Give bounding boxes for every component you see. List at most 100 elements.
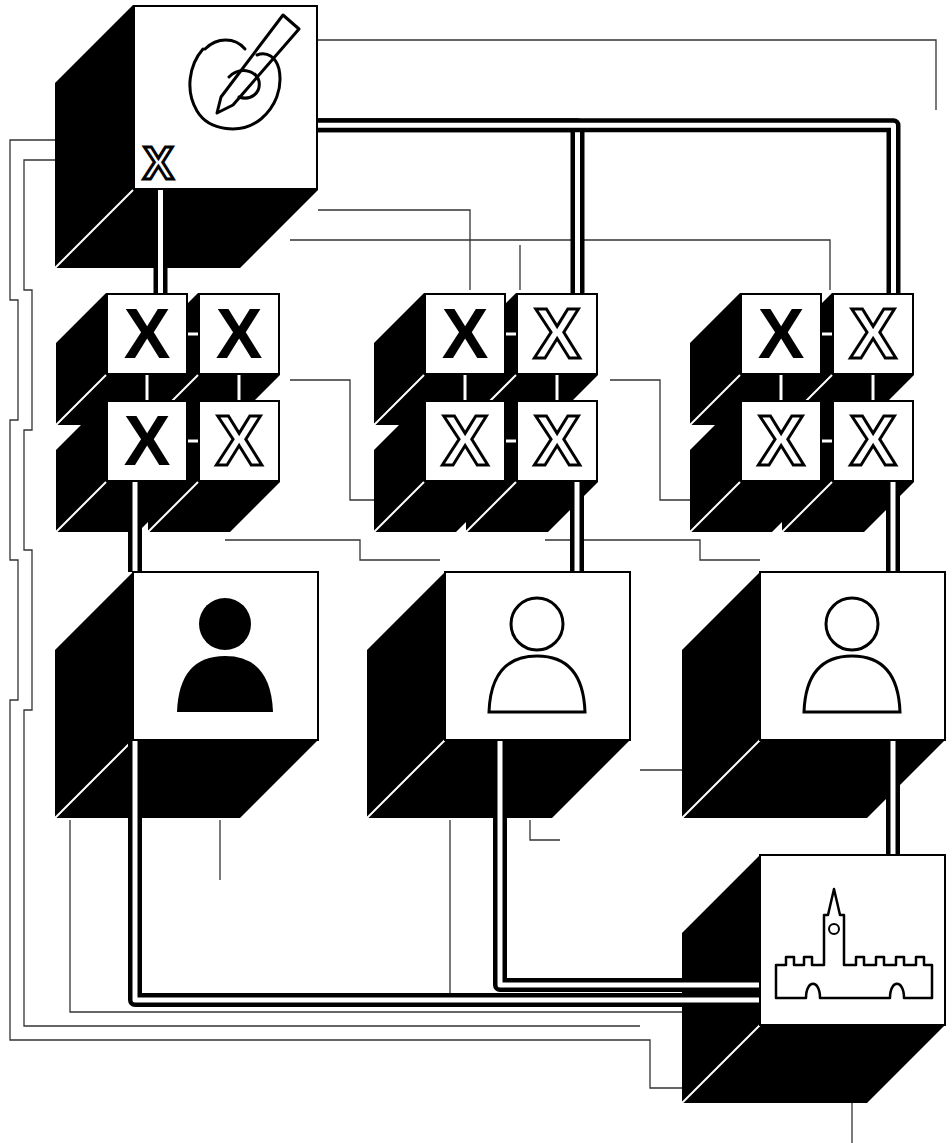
person-cube <box>445 572 630 740</box>
pipe-outline <box>24 160 640 1026</box>
connector <box>318 125 578 293</box>
connector <box>318 125 894 293</box>
ballot-mark: X <box>124 299 171 369</box>
connector-outline <box>506 437 516 446</box>
wire <box>500 740 760 985</box>
person-cube <box>760 572 945 740</box>
wire <box>133 482 138 572</box>
connector-outline <box>822 437 832 446</box>
ballot-mark-cube: X <box>106 400 188 482</box>
pipe-outline <box>318 210 470 290</box>
ballot-mark-cube: X <box>740 400 822 482</box>
hand-icon <box>190 49 280 129</box>
connector <box>506 334 516 335</box>
ballot-mark: X <box>143 140 174 186</box>
cube-depth <box>55 5 945 1103</box>
pipe-outline <box>219 820 220 880</box>
pipe-outline <box>450 820 490 1002</box>
ballot-mark: X <box>124 406 171 476</box>
ballot-mark: X <box>216 299 263 369</box>
pipe-outline <box>530 820 560 840</box>
connector-core <box>238 375 241 400</box>
ballot-mark: X <box>850 406 897 476</box>
hand-pencil-icon <box>190 15 299 129</box>
cube-depth <box>55 5 318 268</box>
connector-outline <box>188 330 198 339</box>
ballot-mark-cube: X <box>516 293 598 375</box>
cube-face <box>445 572 630 740</box>
hand-icon <box>205 40 245 49</box>
ballot-mark: X <box>534 299 581 369</box>
parliament-icon <box>776 889 932 998</box>
connector-core <box>780 375 783 400</box>
parliament-icon <box>776 889 932 998</box>
connector <box>188 441 198 442</box>
wire <box>886 740 900 855</box>
ballot-mark: X <box>850 299 897 369</box>
ballot-mark-cube: X <box>106 293 188 375</box>
parliament-cube <box>760 855 945 1025</box>
wire <box>886 482 900 572</box>
connector-outline <box>506 330 516 339</box>
ballot-mark: X <box>534 406 581 476</box>
ballot-mark-cube: X <box>424 400 506 482</box>
cube-face <box>760 572 945 740</box>
connector <box>506 441 516 442</box>
connector-core <box>188 333 198 336</box>
pipe-outline <box>225 540 440 560</box>
connector-core <box>506 333 516 336</box>
wire <box>135 740 760 1000</box>
connector-core <box>188 440 198 443</box>
connector-core <box>318 125 894 293</box>
wire <box>135 740 760 1000</box>
connector-core <box>318 125 578 293</box>
ballot-mark-cube: X <box>198 400 280 482</box>
connector-core <box>506 440 516 443</box>
connector-outline <box>154 190 168 293</box>
connector-core <box>822 440 832 443</box>
person-icon <box>177 656 273 712</box>
wire <box>128 482 142 572</box>
connector-outline <box>318 125 578 293</box>
connector-core <box>158 190 163 293</box>
person-icon <box>804 656 900 712</box>
pencil-icon <box>217 15 299 113</box>
ballot-cube: X <box>133 5 318 190</box>
pipe-outline <box>519 245 520 290</box>
ballot-mark-cube: X <box>832 400 914 482</box>
connector <box>465 375 466 400</box>
connector-core <box>822 333 832 336</box>
connector-outline <box>822 330 832 339</box>
wire <box>570 482 584 572</box>
connector-outline <box>869 375 878 400</box>
wire <box>575 482 580 572</box>
ballot-mark: X <box>758 299 805 369</box>
connector-outline <box>143 375 152 400</box>
connector-outline <box>553 375 562 400</box>
pipe-outline <box>290 380 385 500</box>
ballot-mark-cube: X <box>424 293 506 375</box>
wire <box>891 482 896 572</box>
connector-core <box>464 375 467 400</box>
connector-outline <box>318 125 894 293</box>
ballot-mark-cube: X <box>740 293 822 375</box>
connector <box>188 334 198 335</box>
cube-edge <box>55 190 133 268</box>
person-cube <box>133 572 318 740</box>
connector-outline <box>188 437 198 446</box>
person-icon <box>511 598 563 650</box>
ballot-mark-cube: X <box>832 293 914 375</box>
connector <box>822 441 832 442</box>
connector <box>781 375 782 400</box>
connector <box>160 190 161 293</box>
connector-outline <box>235 375 244 400</box>
connector <box>239 375 240 400</box>
pipe-outline <box>318 40 936 110</box>
cube-depth <box>55 572 318 818</box>
cube-face <box>133 572 318 740</box>
person-icon <box>489 656 585 712</box>
person-icon <box>826 598 878 650</box>
connector <box>557 375 558 400</box>
